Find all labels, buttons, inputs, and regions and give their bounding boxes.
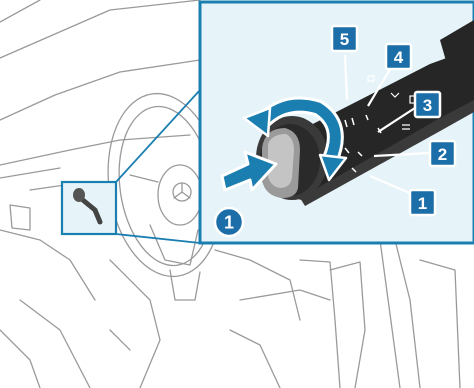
lever-locator-box — [62, 90, 200, 243]
callout-position-4: 4 — [386, 44, 411, 69]
svg-text:2: 2 — [438, 145, 447, 164]
callout-position-1: 1 — [410, 190, 435, 215]
svg-text:3: 3 — [423, 96, 432, 115]
callout-push-1: 1 — [215, 208, 243, 236]
callout-position-2: 2 — [430, 141, 455, 166]
callout-position-5: 5 — [332, 26, 357, 51]
callout-position-3: 3 — [415, 92, 440, 117]
svg-text:1: 1 — [224, 213, 234, 233]
svg-text:1: 1 — [418, 194, 427, 213]
svg-text:5: 5 — [340, 30, 349, 49]
lever-detail-inset: 5 4 3 2 1 1 — [200, 2, 474, 243]
svg-text:4: 4 — [394, 48, 404, 67]
